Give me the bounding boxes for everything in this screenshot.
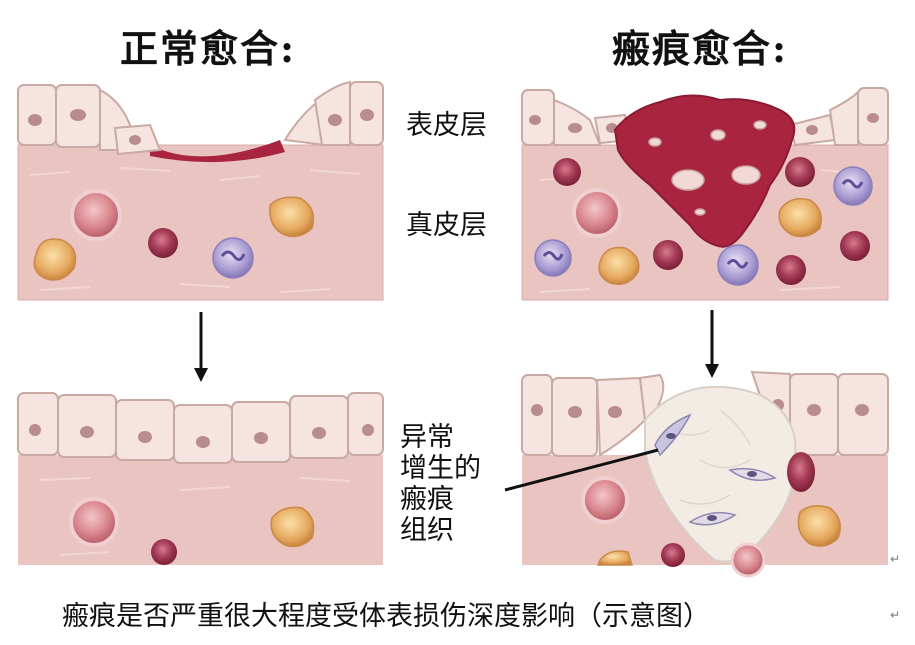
title-scar-healing: 瘢痕愈合:	[612, 26, 789, 71]
red-blood-cell	[785, 157, 815, 187]
arrow-down-icon	[194, 312, 208, 382]
annotation-line: 瘢痕	[400, 484, 454, 515]
red-blood-cell	[148, 228, 178, 258]
panel-scar-wound	[521, 87, 889, 301]
scar-fibroblast-cell	[728, 467, 777, 481]
scar-fibroblast-cell	[654, 413, 692, 457]
fibroblast-cell	[730, 542, 766, 578]
fibroblast-cell	[69, 497, 119, 547]
scar-fibroblast-cell	[688, 511, 737, 526]
red-blood-cell	[787, 452, 815, 492]
red-blood-cell	[661, 543, 685, 567]
fibroblast-cell	[581, 476, 629, 524]
paragraph-mark-icon: ↵	[890, 608, 901, 622]
paragraph-mark-icon: ↵	[890, 552, 901, 566]
macrophage-cell	[33, 238, 77, 281]
fibroblast-cell	[572, 188, 622, 238]
red-blood-cell	[840, 231, 870, 261]
red-blood-cell	[151, 539, 177, 565]
macrophage-cell	[269, 196, 315, 238]
annotation-line: 组织	[400, 515, 454, 546]
fibroblast-cell	[70, 189, 122, 241]
macrophage-cell	[778, 198, 822, 238]
white-blood-cell	[534, 239, 572, 277]
annotation-pointer-line	[504, 448, 659, 492]
label-epidermis: 表皮层	[406, 110, 487, 141]
annotation-line: 增生的	[400, 453, 481, 484]
macrophage-cell	[797, 505, 841, 547]
epidermis-cells	[17, 392, 384, 464]
red-blood-cell	[553, 158, 581, 186]
title-normal-healing: 正常愈合:	[120, 26, 297, 71]
white-blood-cell	[212, 237, 254, 279]
annotation-line: 异常	[400, 422, 454, 453]
panel-scar-healed	[521, 370, 889, 578]
annotation-abnormal-scar-tissue: 异常 增生的 瘢痕 组织	[400, 422, 481, 546]
panel-normal-wound	[17, 80, 384, 301]
wound-scab	[150, 140, 285, 163]
label-dermis: 真皮层	[406, 210, 487, 241]
red-blood-cell	[776, 255, 806, 285]
blood-clot	[613, 94, 796, 248]
epidermis-cells	[17, 80, 384, 156]
figure-caption: 瘢痕是否严重很大程度受体表损伤深度影响（示意图）	[62, 601, 710, 632]
scar-tissue	[644, 385, 797, 563]
red-blood-cell	[653, 240, 683, 270]
macrophage-cell	[598, 246, 640, 285]
panel-normal-healed	[17, 392, 384, 565]
arrow-down-icon	[705, 310, 719, 378]
macrophage-cell	[270, 506, 315, 548]
